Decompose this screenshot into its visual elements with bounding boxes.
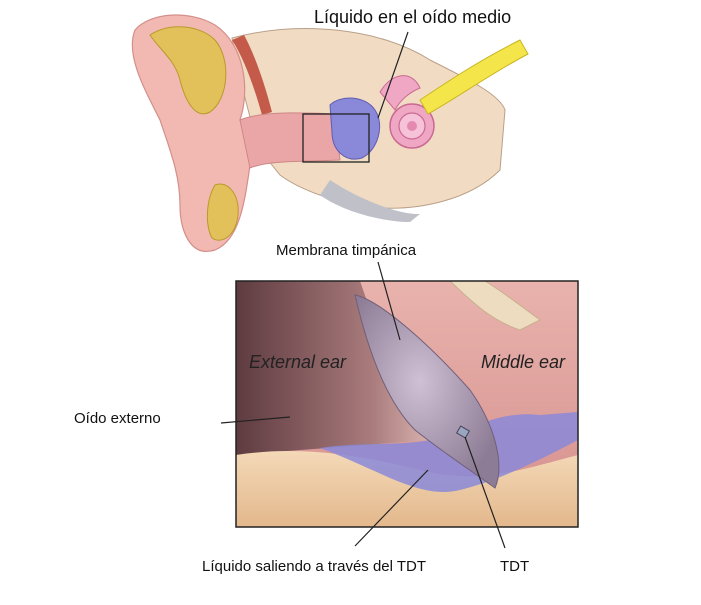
eardrum-inset xyxy=(235,280,579,528)
tympanic-membrane-label: Membrana timpánica xyxy=(276,242,417,259)
ventilation-tube xyxy=(455,425,471,439)
leader-lines xyxy=(220,261,506,549)
ear-anatomy-illustration xyxy=(131,14,529,252)
bone-floor xyxy=(236,450,578,527)
middle-ear-fluid xyxy=(329,97,380,160)
auditory-nerve xyxy=(419,39,529,115)
fluid-middle-ear-label: Líquido en el oído medio xyxy=(314,7,512,27)
ear-canal xyxy=(239,112,341,169)
inset-middle-ear-label: Middle ear xyxy=(481,352,566,372)
fluid-through-tube-label: Líquido saliendo a través del TDT xyxy=(202,558,427,575)
tympanic-membrane xyxy=(354,294,500,489)
tube-label: TDT xyxy=(500,558,530,575)
pinna xyxy=(131,14,301,252)
zoom-box xyxy=(302,113,370,163)
outer-ear-label: Oído externo xyxy=(74,410,161,427)
inset-external-ear-label: External ear xyxy=(249,352,347,372)
